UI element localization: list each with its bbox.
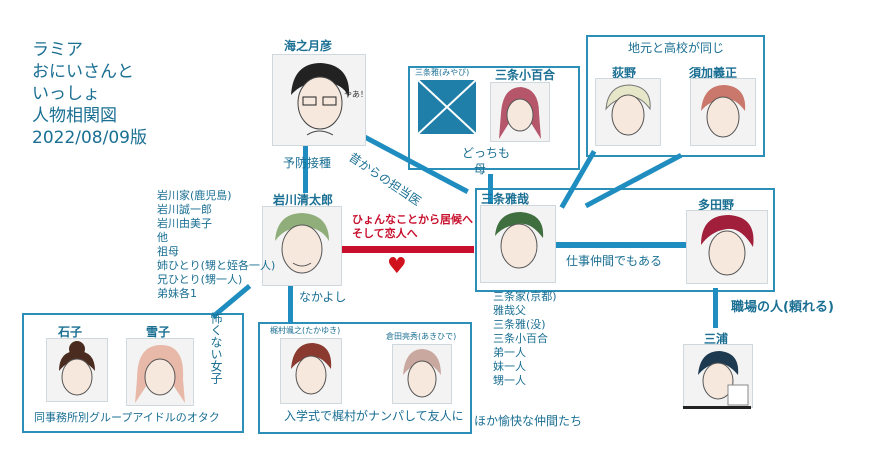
iwakawa-family-1: 岩川誠一郎 <box>157 203 212 216</box>
iwakawa-family-3: 他 <box>157 231 168 244</box>
kurata-name: 倉田亮秀(あきひで) <box>386 332 457 341</box>
iwakawa-portrait <box>262 206 342 286</box>
friends-box <box>258 322 472 434</box>
connector-friends <box>288 286 293 324</box>
sugaya-portrait <box>690 78 756 146</box>
ishiko-portrait <box>46 338 108 402</box>
sanjo-family-6: 甥一人 <box>493 374 526 387</box>
sugaya-name: 須加義正 <box>689 66 738 80</box>
connector-tadano <box>556 242 686 248</box>
ishiko-name: 石子 <box>58 325 83 339</box>
relation-kowakunai: 怖くない女子 <box>209 312 223 384</box>
title-line-5: 2022/08/09版 <box>32 128 147 148</box>
kajimura-name: 梶村颯之(たかゆき) <box>270 326 341 335</box>
sanjo-family-3: 三条小百合 <box>493 332 548 345</box>
relation-nakayoshi: なかよし <box>299 290 347 304</box>
kurata-portrait <box>392 344 452 404</box>
connector-mother <box>488 174 493 204</box>
relation-yobou: 予防接種 <box>283 156 332 170</box>
title-line-4: 人物相関図 <box>32 106 117 126</box>
sanjo-family-1: 雅哉父 <box>493 304 526 317</box>
connector-miura <box>713 288 718 328</box>
sanjo-family-2: 三条雅(没) <box>493 318 546 331</box>
title-line-1: ラミア <box>32 40 83 60</box>
connector-lovers <box>340 246 474 253</box>
title-line-3: いっしょ <box>32 84 100 104</box>
kajimura-portrait <box>280 338 342 404</box>
iwakawa-family-7: 弟妹各1 <box>157 287 197 300</box>
iwakawa-family-6: 兄ひとり(甥一人) <box>157 273 243 286</box>
relation-haha: 母 <box>474 162 487 176</box>
tadano-portrait <box>686 210 768 284</box>
sayuri-name: 三条小百合 <box>495 68 556 82</box>
iwakawa-family-4: 祖母 <box>157 245 179 258</box>
miyabi-placeholder <box>418 80 476 134</box>
title-line-2: おにいさんと <box>32 62 134 82</box>
umino-portrait <box>272 54 366 146</box>
relation-jimusho: 同事務所別グループアイドルのオタク <box>34 411 220 424</box>
mother-box <box>408 66 580 170</box>
sanjo-box <box>475 188 775 292</box>
iwakawa-family-0: 岩川家(鹿児島) <box>157 189 232 202</box>
yukiko-portrait <box>126 338 194 406</box>
masaya-portrait <box>480 205 556 283</box>
ogino-portrait <box>595 78 661 146</box>
umino-name: 海之月彦 <box>284 39 333 53</box>
iwakawa-family-5: 姉ひとり(甥と姪各一人) <box>157 259 276 272</box>
relation-hoka: ほか愉快な仲間たち <box>474 414 583 428</box>
miura-underline <box>683 406 751 409</box>
miura-portrait <box>683 344 753 408</box>
relation-docchimo: どっちも <box>462 146 511 160</box>
sanjo-family-4: 弟一人 <box>493 346 526 359</box>
sanjo-family-5: 妹一人 <box>493 360 526 373</box>
umino-speech: やあ！ <box>344 90 368 99</box>
relation-shokuba: 職場の人(頼れる) <box>731 300 834 315</box>
female-box <box>22 313 244 433</box>
ogino-name: 荻野 <box>612 66 637 80</box>
miura-name: 三浦 <box>704 332 729 346</box>
connector-umino-iwakawa <box>303 145 308 193</box>
sanjo-family-0: 三条家(京都) <box>493 290 557 303</box>
relation-shigoto: 仕事仲間でもある <box>566 254 663 268</box>
miyabi-name: 三条雅(みやび) <box>415 68 470 77</box>
iwakawa-family-2: 岩川由美子 <box>157 217 212 230</box>
heart-icon: ♥ <box>387 254 407 279</box>
relation-hyon-1: ひょんなことから居候へ <box>352 213 473 226</box>
relation-nyugaku: 入学式で梶村がナンパして友人に <box>284 409 464 423</box>
iwakawa-name: 岩川清太郎 <box>273 193 334 207</box>
masaya-name: 三条雅哉 <box>481 192 530 206</box>
relation-hyon-2: そして恋人へ <box>352 227 418 240</box>
sayuri-portrait <box>490 82 550 142</box>
tadano-name: 多田野 <box>698 198 735 212</box>
relation-jimoto: 地元と高校が同じ <box>628 41 725 55</box>
yukiko-name: 雪子 <box>146 325 171 339</box>
